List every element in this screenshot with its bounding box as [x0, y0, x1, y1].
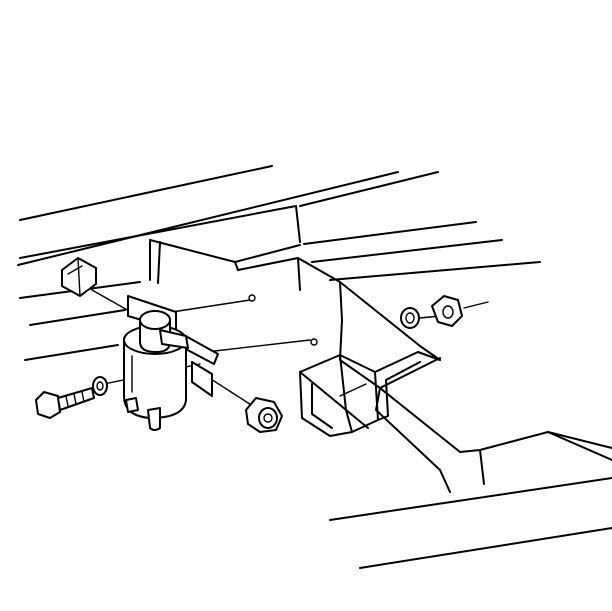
bolt [35, 387, 95, 419]
washer-left [92, 376, 108, 396]
mounting-bracket [299, 351, 441, 437]
washer-right [400, 307, 420, 329]
fuel-line-fitting-upper [61, 257, 97, 297]
nut [431, 295, 463, 327]
fuel-line-fitting-lower [245, 397, 283, 433]
frame-rail [17, 165, 612, 569]
fuel-filter [123, 295, 219, 431]
frame-cross-member [149, 239, 612, 493]
